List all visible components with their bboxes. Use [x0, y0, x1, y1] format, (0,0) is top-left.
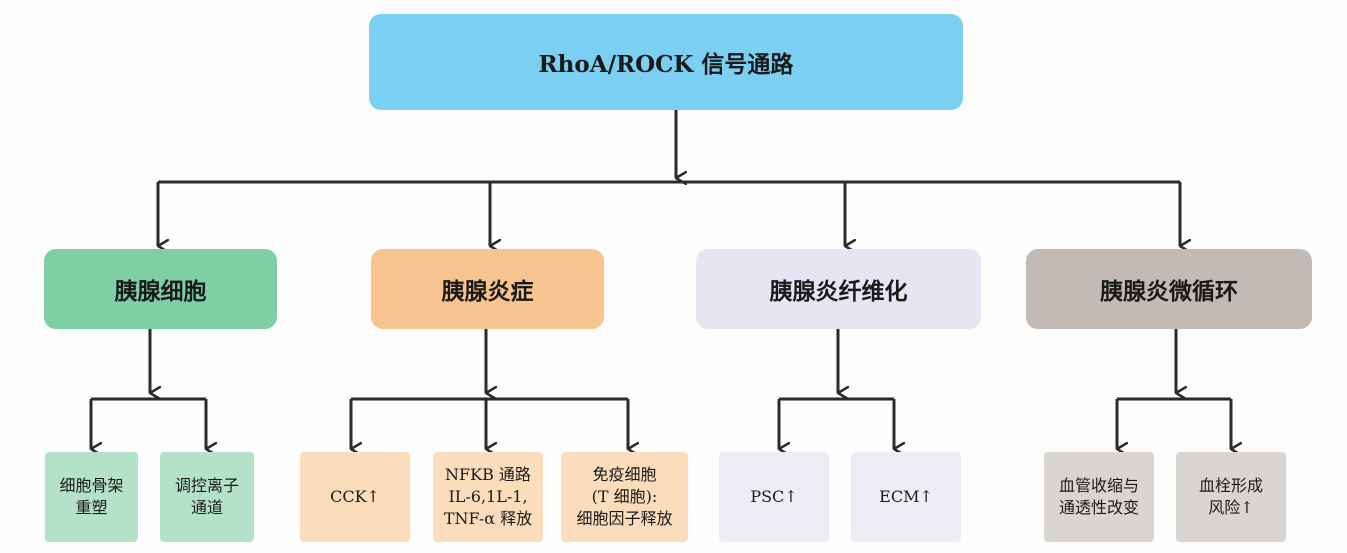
category-pancreatic-cells: 胰腺细胞: [44, 249, 277, 329]
category-label: 胰腺细胞: [114, 278, 207, 305]
leaf-label: ECM↑: [879, 487, 933, 506]
leaf-label: 血栓形成 风险↑: [1198, 476, 1263, 517]
root-label: RhoA/ROCK 信号通路: [538, 51, 794, 78]
leaf-cck: CCK↑: [300, 452, 410, 542]
root-node: RhoA/ROCK 信号通路: [369, 14, 963, 110]
leaf-immune-cells: 免疫细胞 (T 细胞): 细胞因子释放: [561, 452, 688, 542]
leaf-label: 血管收缩与 通透性改变: [1058, 476, 1139, 517]
leaf-psc: PSC↑: [719, 452, 829, 542]
leaf-ecm: ECM↑: [851, 452, 961, 542]
leaf-label: 调控离子 通道: [174, 476, 239, 517]
leaf-thrombosis-risk: 血栓形成 风险↑: [1176, 452, 1286, 542]
leaf-cytoskeleton-remodeling: 细胞骨架 重塑: [45, 452, 138, 542]
category-label: 胰腺炎纤维化: [769, 278, 908, 305]
leaf-label: 免疫细胞 (T 细胞): 细胞因子释放: [576, 465, 673, 528]
category-pancreatic-microcirculation: 胰腺炎微循环: [1026, 249, 1312, 329]
leaf-label: NFKB 通路 IL-6,1L-1, TNF-α 释放: [443, 465, 533, 528]
leaf-label: 细胞骨架 重塑: [59, 476, 124, 517]
leaf-label: PSC↑: [750, 487, 798, 506]
category-pancreatitis-inflammation: 胰腺炎症: [371, 249, 604, 329]
category-pancreatic-fibrosis: 胰腺炎纤维化: [696, 249, 981, 329]
leaf-vasoconstriction-permeability: 血管收缩与 通透性改变: [1044, 452, 1154, 542]
leaf-nfkb-pathway: NFKB 通路 IL-6,1L-1, TNF-α 释放: [433, 452, 543, 542]
leaf-ion-channel-regulation: 调控离子 通道: [160, 452, 254, 542]
category-label: 胰腺炎症: [441, 278, 534, 305]
category-label: 胰腺炎微循环: [1100, 278, 1238, 305]
leaf-label: CCK↑: [330, 487, 380, 506]
